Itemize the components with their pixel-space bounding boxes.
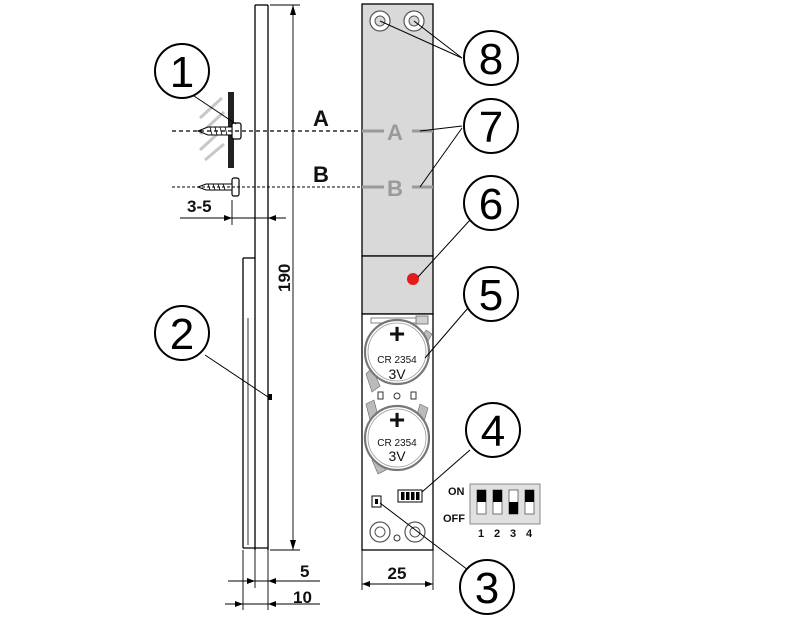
front-view: A B + CR 2354 3V <box>361 3 434 590</box>
dip-position-2: 2 <box>494 528 500 540</box>
callout-3: 3 <box>459 559 515 615</box>
module-mark-b: B <box>387 176 403 201</box>
battery-1-plus: + <box>389 318 405 349</box>
battery-1-model: CR 2354 <box>377 355 417 366</box>
callout-2: 2 <box>154 305 210 361</box>
mount-label-a: A <box>313 106 329 131</box>
dip-position-3: 3 <box>510 528 516 540</box>
dip-off-label: OFF <box>443 513 465 525</box>
callout-6: 6 <box>463 175 519 231</box>
callout-3-label: 3 <box>475 564 499 613</box>
dip-switch-detail: ON OFF 1 2 3 4 <box>443 483 541 540</box>
dim-screw-gap: 3-5 <box>187 197 212 216</box>
callout-1: 1 <box>154 43 210 99</box>
battery-2-model: CR 2354 <box>377 438 417 449</box>
callout-5: 5 <box>463 266 519 322</box>
dim-width: 25 <box>388 564 407 583</box>
callout-2-label: 2 <box>170 310 194 359</box>
magnet-marker <box>268 394 272 400</box>
side-view: 3-5 190 5 10 <box>180 4 320 610</box>
callout-8-label: 8 <box>479 35 503 84</box>
callout-7-label: 7 <box>479 103 503 152</box>
dim-depth-outer: 10 <box>293 588 312 607</box>
screw-a <box>196 122 242 140</box>
dip-position-1: 1 <box>478 528 484 540</box>
led-indicator <box>407 273 419 285</box>
callout-8: 8 <box>463 30 519 86</box>
callout-1-label: 1 <box>170 48 194 97</box>
mount-label-b: B <box>313 162 329 187</box>
callout-7: 7 <box>463 98 519 154</box>
battery-2-plus: + <box>389 404 405 435</box>
mount-lines: A B <box>172 106 360 188</box>
battery-1-voltage: 3V <box>388 366 406 382</box>
callout-leaders <box>193 20 471 571</box>
dim-depth-inner: 5 <box>300 562 309 581</box>
callout-5-label: 5 <box>479 271 503 320</box>
pcb-dip-switch <box>397 489 423 503</box>
battery-2-voltage: 3V <box>388 448 406 464</box>
callout-4-label: 4 <box>481 407 505 456</box>
led-section <box>361 255 434 315</box>
battery-2: + CR 2354 3V <box>363 399 431 475</box>
dip-on-label: ON <box>448 486 465 498</box>
module-mark-a: A <box>387 120 403 145</box>
callout-6-label: 6 <box>479 180 503 229</box>
dip-position-4: 4 <box>526 528 533 540</box>
callout-4: 4 <box>465 402 521 458</box>
battery-1: + CR 2354 3V <box>363 318 433 393</box>
dim-height: 190 <box>275 264 294 292</box>
